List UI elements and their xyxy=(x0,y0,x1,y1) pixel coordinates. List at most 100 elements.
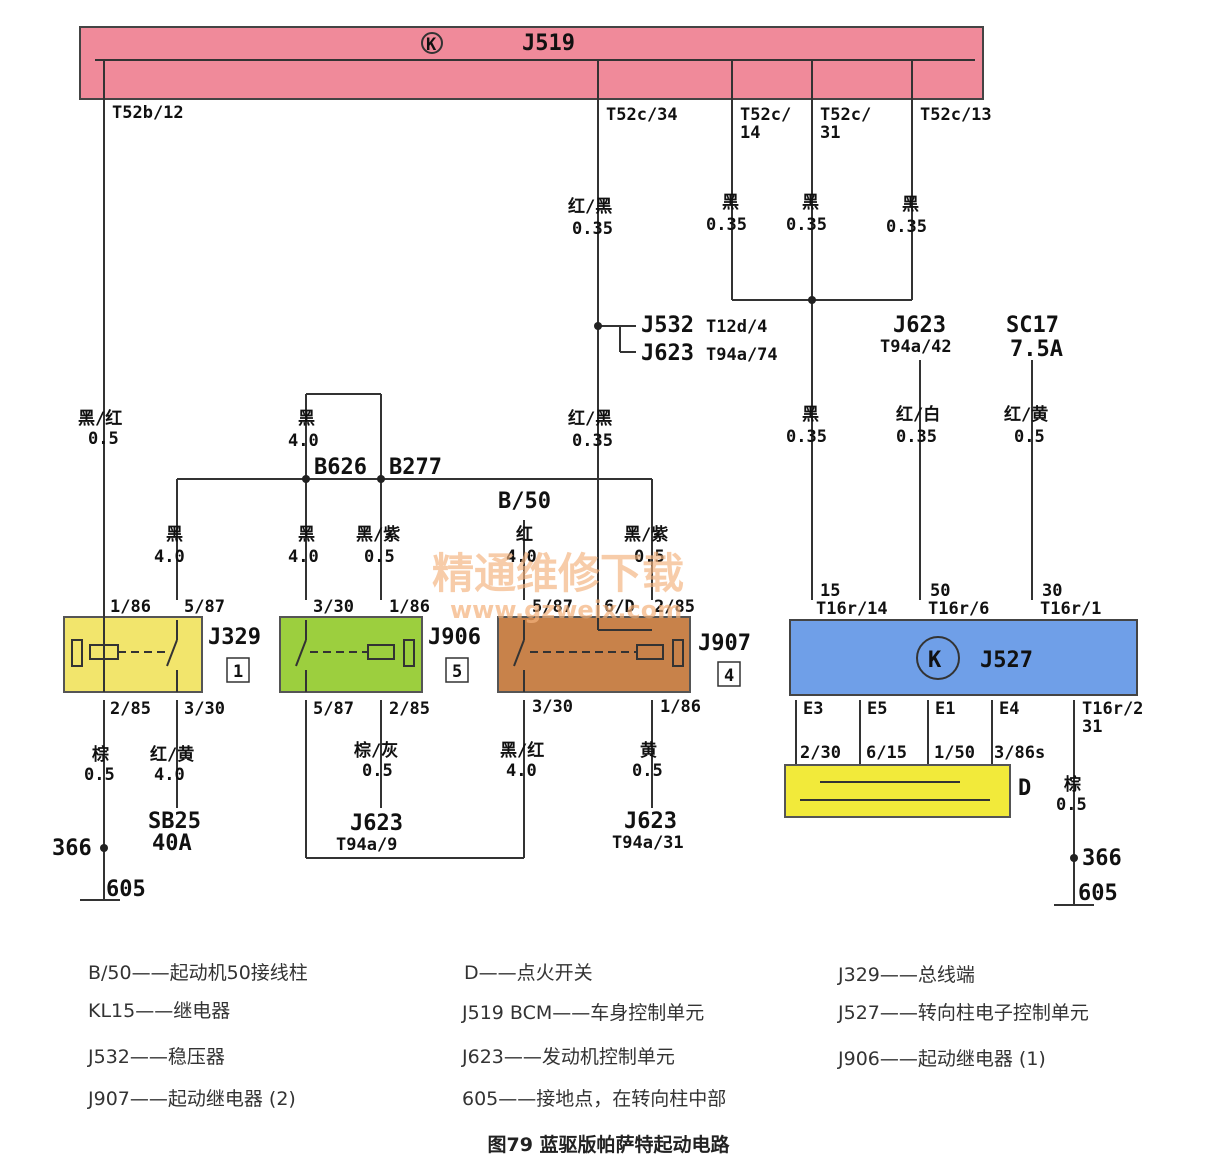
k-bus-icon xyxy=(916,636,960,680)
pin-j527-50-a: 50 xyxy=(930,581,950,601)
pin-t16r2-a: T16r/2 xyxy=(1082,699,1143,719)
pin-d-386s: 3/86s xyxy=(994,743,1045,763)
wire-size: 0.5 xyxy=(1056,795,1087,815)
legend-item: D——点火开关 xyxy=(464,962,593,984)
pin-d-615: 6/15 xyxy=(866,743,907,763)
ref-j623-d: J623 xyxy=(624,809,677,834)
wire-color: 黑 xyxy=(902,195,919,215)
pin-t52c14-a: T52c/ xyxy=(740,105,791,125)
ground-366-left: 366 xyxy=(52,836,92,861)
wire-color: 黑/紫 xyxy=(356,524,400,545)
wire-size: 0.35 xyxy=(886,217,927,237)
wire-size: 4.0 xyxy=(288,547,319,567)
ref-sc17-value: 7.5A xyxy=(1010,337,1063,362)
j519-label: J519 xyxy=(522,31,575,56)
pin-j329-186: 1/86 xyxy=(110,597,151,617)
j527-label: J527 xyxy=(980,648,1033,673)
wire-size: 4.0 xyxy=(506,761,537,781)
ref-j623-b: J623 xyxy=(893,313,946,338)
ref-t12d4: T12d/4 xyxy=(706,317,767,337)
legend-item: J519 BCM——车身控制单元 xyxy=(462,1002,705,1024)
pin-t52c13: T52c/13 xyxy=(920,105,992,125)
pin-j907-330: 3/30 xyxy=(532,697,573,717)
wire-color: 红/黄 xyxy=(1004,404,1048,425)
ref-sb25: SB25 xyxy=(148,809,201,834)
wiring-diagram: K J519 K J527 J329 J906 J907 D 1 5 4 T52… xyxy=(52,26,1143,906)
watermark-text: 精通维修下载 xyxy=(432,549,684,598)
pin-e3: E3 xyxy=(803,699,823,719)
j907-relay xyxy=(497,616,691,693)
legend-item: J907——起动继电器 (2) xyxy=(88,1088,296,1110)
wire-color: 棕/灰 xyxy=(354,740,398,761)
ref-sb25-value: 40A xyxy=(152,831,192,856)
j329-label: J329 xyxy=(208,625,261,650)
ground-605-left: 605 xyxy=(106,877,146,902)
wire-color: 黑 xyxy=(802,193,819,213)
wire-size: 4.0 xyxy=(288,431,319,451)
pin-j906-285: 2/85 xyxy=(389,699,430,719)
pin-j907-6d: 6/D xyxy=(604,597,635,617)
j329-number: 1 xyxy=(233,662,243,682)
wire-size: 0.35 xyxy=(786,215,827,235)
wire-color: 黑 xyxy=(298,525,315,545)
wire-color: 黄 xyxy=(640,740,657,761)
wire-size: 4.0 xyxy=(506,547,537,567)
pin-t52c31-a: T52c/ xyxy=(820,105,871,125)
legend-item: B/50——起动机50接线柱 xyxy=(88,962,308,984)
pin-j907-587: 5/87 xyxy=(532,597,573,617)
pin-j906-186: 1/86 xyxy=(389,597,430,617)
wire-size: 0.35 xyxy=(572,219,613,239)
pin-j527-50-b: T16r/6 xyxy=(928,599,989,619)
wire-color: 黑/紫 xyxy=(624,524,668,545)
ground-366-right: 366 xyxy=(1082,846,1122,871)
j907-number: 4 xyxy=(724,666,734,686)
k-bus-icon xyxy=(421,32,443,54)
wire-size: 0.5 xyxy=(1014,427,1045,447)
wire-color: 红 xyxy=(516,524,533,545)
d-label: D xyxy=(1018,776,1031,801)
j906-number: 5 xyxy=(452,662,462,682)
j329-relay xyxy=(63,616,203,693)
wire-size: 0.35 xyxy=(706,215,747,235)
legend-item: 605——接地点，在转向柱中部 xyxy=(462,1088,727,1110)
wire-color: 黑/红 xyxy=(500,740,544,761)
pin-d-150: 1/50 xyxy=(934,743,975,763)
pin-j329-587: 5/87 xyxy=(184,597,225,617)
legend-item: J532——稳压器 xyxy=(88,1046,225,1068)
wire-color: 黑/红 xyxy=(78,408,122,429)
pin-t52c31-b: 31 xyxy=(820,123,840,143)
pin-t16r2-b: 31 xyxy=(1082,717,1102,737)
wire-size: 0.35 xyxy=(786,427,827,447)
ref-b50: B/50 xyxy=(498,489,551,514)
wire-color: 黑 xyxy=(722,193,739,213)
pin-j906-587: 5/87 xyxy=(313,699,354,719)
j907-label: J907 xyxy=(698,631,751,656)
ref-j623-c: J623 xyxy=(350,811,403,836)
j527-k-symbol: K xyxy=(928,648,942,673)
ref-t94a9: T94a/9 xyxy=(336,835,397,855)
wire-size: 4.0 xyxy=(154,547,185,567)
ground-605-right: 605 xyxy=(1078,881,1118,906)
ref-t94a31: T94a/31 xyxy=(612,833,684,853)
pin-t52c14-b: 14 xyxy=(740,123,760,143)
pin-j527-15-a: 15 xyxy=(820,581,840,601)
wire-size: 0.5 xyxy=(364,547,395,567)
ref-j623-a: J623 xyxy=(641,341,694,366)
legend-item: KL15——继电器 xyxy=(88,1000,231,1022)
ref-b626: B626 xyxy=(314,455,367,480)
wire-size: 0.5 xyxy=(88,429,119,449)
ref-t94a42: T94a/42 xyxy=(880,337,952,357)
ref-j532: J532 xyxy=(641,313,694,338)
ref-t94a74: T94a/74 xyxy=(706,345,778,365)
pin-j527-30-b: T16r/1 xyxy=(1040,599,1101,619)
wire-color: 红/黑 xyxy=(568,408,612,429)
wire-size: 0.35 xyxy=(896,427,937,447)
pin-j329-285: 2/85 xyxy=(110,699,151,719)
wire-color: 红/白 xyxy=(896,404,940,425)
pin-j527-15-b: T16r/14 xyxy=(816,599,888,619)
wire-color: 黑 xyxy=(802,405,819,425)
ref-sc17: SC17 xyxy=(1006,313,1059,338)
wire-size: 0.5 xyxy=(634,547,665,567)
pin-t52b12: T52b/12 xyxy=(112,103,184,123)
pin-e1: E1 xyxy=(935,699,955,719)
